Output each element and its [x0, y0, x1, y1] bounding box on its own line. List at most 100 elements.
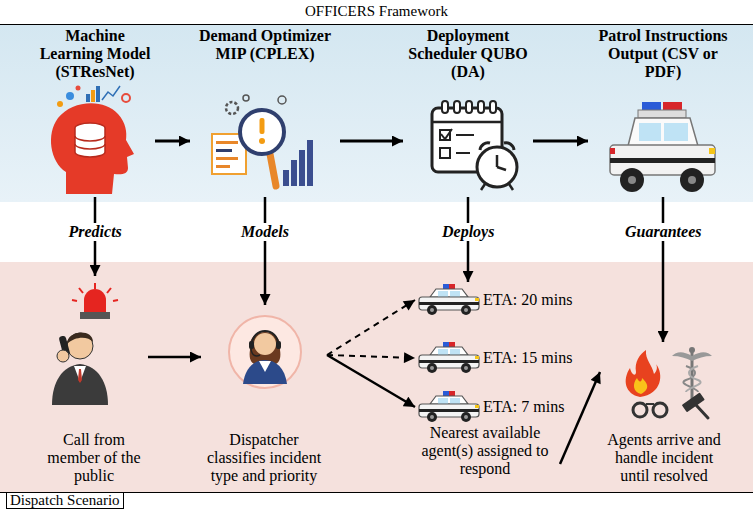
ml-head-icon [91, 90, 95, 102]
caduceus-icon [672, 352, 712, 361]
patrol-car-icon [620, 168, 644, 192]
caduceus-icon [686, 366, 701, 392]
flow-arrow [327, 355, 415, 358]
gavel-icon [696, 405, 708, 418]
dispatch-band: Call from member of the public Dispatcher… [0, 262, 753, 493]
siren-icon [84, 289, 106, 312]
police-car-icon [419, 284, 479, 315]
dispatcher-icon [276, 341, 281, 349]
resolution-step: Agents arrive and handle incident until … [600, 342, 728, 485]
handcuffs-icon [633, 403, 647, 417]
ml-head-icon [75, 123, 105, 133]
edge-label: Guarantees [622, 223, 704, 241]
patrol-car-icon [638, 110, 686, 118]
output-component: Patrol Instructions Output (CSV or PDF) [588, 27, 738, 197]
caduceus-icon [691, 350, 694, 400]
flow-arrow [327, 300, 415, 355]
flow-arrow [155, 140, 190, 143]
scheduler-calendar-icon [490, 101, 496, 113]
caller-person-icon [52, 364, 108, 405]
scheduler-calendar-icon [509, 184, 513, 190]
optimizer-icon [260, 118, 265, 134]
ml-head-icon [86, 94, 90, 102]
node-text: Call from member of the public [40, 431, 148, 485]
ml-head-icon [122, 94, 130, 102]
node-text: Dispatcher classifies incident type and … [201, 431, 327, 485]
optimizer-icon [283, 170, 289, 186]
scheduler-calendar-icon [456, 152, 470, 154]
patrol-car-icon [639, 123, 661, 141]
patrol-car-icon [628, 118, 698, 146]
dispatcher-icon [251, 349, 260, 356]
siren-icon [79, 288, 83, 293]
patrol-car-icon [688, 176, 696, 184]
optimizer-icon [259, 138, 265, 144]
gavel-icon [682, 392, 708, 418]
flow-arrow [327, 355, 415, 407]
flow-arrow [340, 140, 403, 143]
caduceus-icon [689, 347, 695, 353]
scheduler-calendar-icon [440, 148, 450, 158]
siren-icon [113, 300, 118, 301]
caller-person-icon [78, 369, 82, 383]
dispatcher-step: Dispatcher classifies incident type and … [201, 305, 327, 485]
optimizer-component: Demand Optimizer MIP (CPLEX) [190, 27, 340, 197]
ml-head-icon [66, 92, 74, 100]
handcuffs-icon [653, 403, 667, 417]
gavel-icon [682, 392, 705, 412]
caduceus-icon [683, 366, 698, 392]
optimizer-icon [216, 165, 230, 168]
scheduler-calendar-icon [456, 134, 474, 136]
fire-icon [626, 350, 661, 397]
ml-head-icon [75, 128, 105, 157]
scheduler-calendar-icon [478, 101, 484, 113]
police-car-icon [419, 342, 479, 373]
dispatcher-icon [250, 332, 281, 364]
optimizer-icon [216, 157, 238, 160]
optimizer-icon [307, 140, 313, 186]
node-text: ETA: 7 mins [483, 398, 564, 416]
ml-head-icon [57, 101, 63, 107]
ml-head-icon [51, 103, 134, 194]
optimizer-icon [226, 102, 238, 114]
patrol-car-icon [628, 176, 636, 184]
optimizer-icon [216, 141, 238, 144]
optimizer-icon [299, 150, 305, 186]
node-text: ETA: 20 mins [483, 291, 572, 309]
flow-arrow [560, 372, 600, 464]
handcuffs-icon [646, 403, 654, 405]
optimizer-icon [278, 96, 286, 104]
eta-car: ETA: 7 mins [415, 390, 590, 424]
node-text: Demand Optimizer MIP (CPLEX) [190, 27, 340, 63]
ml-head-icon [51, 86, 134, 195]
flow-arrow [264, 197, 267, 305]
caller-person-icon [59, 335, 71, 356]
caller-person-icon [52, 332, 108, 405]
patrol-car-icon [664, 123, 688, 141]
police-car-icon [419, 391, 479, 422]
edge-label: Predicts [66, 223, 125, 241]
caller-person-icon [67, 332, 93, 344]
scheduler-calendar-icon [441, 129, 452, 139]
dispatcher-icon [229, 316, 301, 388]
patrol-car-icon [610, 148, 615, 154]
fire-icon [626, 350, 661, 397]
scheduler-calendar-icon [454, 101, 460, 113]
edge-label: Deploys [439, 223, 497, 241]
patrol-car-icon [610, 158, 715, 163]
ml-head-icon [75, 136, 105, 149]
patrol-car-icon [642, 102, 661, 110]
patrol-car-icon [680, 168, 704, 192]
optimizer-icon [243, 95, 249, 101]
scheduler-component: Deployment Scheduler QUBO (DA) [403, 27, 533, 197]
siren-icon [72, 300, 77, 301]
optimizer-icon [212, 134, 246, 174]
patrol-car-icon [610, 145, 715, 175]
optimizer-icon [240, 110, 284, 154]
siren-icon [107, 288, 111, 293]
caller-step: Call from member of the public [40, 276, 148, 485]
node-text: Machine Learning Model (STResNet) [35, 27, 155, 81]
caller-person-icon [74, 366, 86, 382]
caller-person-icon [67, 333, 93, 359]
node-text: Deployment Scheduler QUBO (DA) [403, 27, 533, 81]
